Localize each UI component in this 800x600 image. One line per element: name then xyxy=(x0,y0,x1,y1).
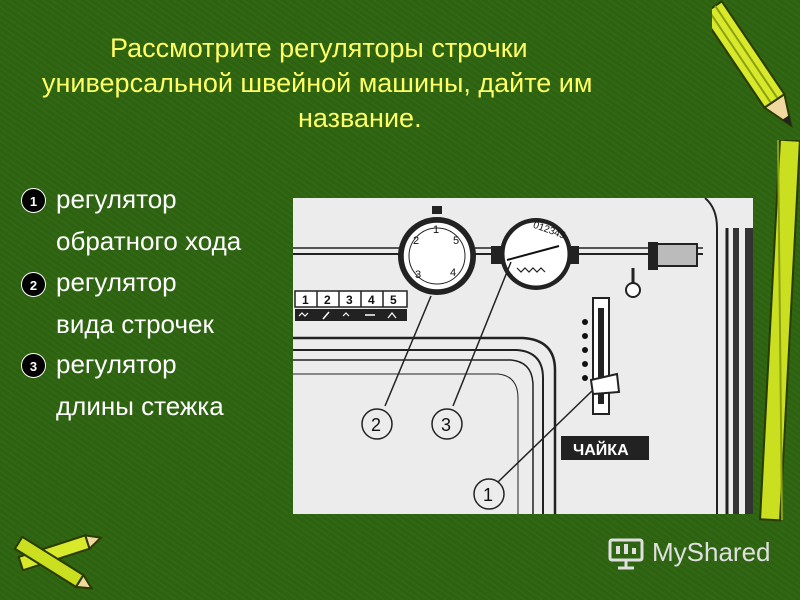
callout-1: 1 xyxy=(483,485,493,505)
selector-number-5: 5 xyxy=(390,293,397,307)
item-1-line-1: регулятор xyxy=(56,184,177,214)
item-1-badge: 1 xyxy=(21,188,46,213)
selector-number-2: 2 xyxy=(324,293,331,307)
item-3-badge: 3 xyxy=(21,353,46,378)
reverse-lever xyxy=(582,297,621,415)
title-line-3: название. xyxy=(298,103,422,133)
item-1-line-2: обратного хода xyxy=(56,226,242,256)
title-line-1: Рассмотрите регуляторы строчки xyxy=(110,33,528,63)
item-3-line-1: регулятор xyxy=(56,349,177,379)
right-dial-stitch-length: 012345 xyxy=(491,218,579,290)
pencil-decoration-top-right xyxy=(712,0,793,129)
sewing-machine-figure: 1 2 3 4 5 1 2 3 4 5 xyxy=(293,198,753,514)
left-dial-stitch-type: 1 2 3 4 5 xyxy=(398,206,476,295)
left-dial-digit-2: 2 xyxy=(413,235,419,247)
left-dial-digit-1: 1 xyxy=(433,224,439,236)
selector-number-1: 1 xyxy=(302,293,309,307)
selector-number-4: 4 xyxy=(368,293,375,307)
callout-3: 3 xyxy=(441,415,451,435)
item-2-line-2: вида строчек xyxy=(56,309,214,339)
brand-label: ЧАЙКА xyxy=(573,440,629,459)
left-dial-digit-3: 3 xyxy=(415,269,421,281)
item-3-line-2: длины стежка xyxy=(56,391,224,421)
selector-number-3: 3 xyxy=(346,293,353,307)
title-line-2: универсальной швейной машины, дайте им xyxy=(42,68,593,98)
callout-2: 2 xyxy=(371,415,381,435)
left-dial-digit-5: 5 xyxy=(453,235,459,247)
pencil-decoration-right-long xyxy=(759,140,800,522)
item-2-badge: 2 xyxy=(21,272,46,297)
stitch-selector-panel: 1 2 3 4 5 xyxy=(294,290,408,321)
left-dial-digit-4: 4 xyxy=(450,267,456,279)
watermark-text: MyShared xyxy=(652,537,771,567)
myshared-logo-icon xyxy=(608,538,644,570)
item-2-line-1: регулятор xyxy=(56,267,177,297)
pencils-decoration-bottom-left xyxy=(13,534,103,590)
